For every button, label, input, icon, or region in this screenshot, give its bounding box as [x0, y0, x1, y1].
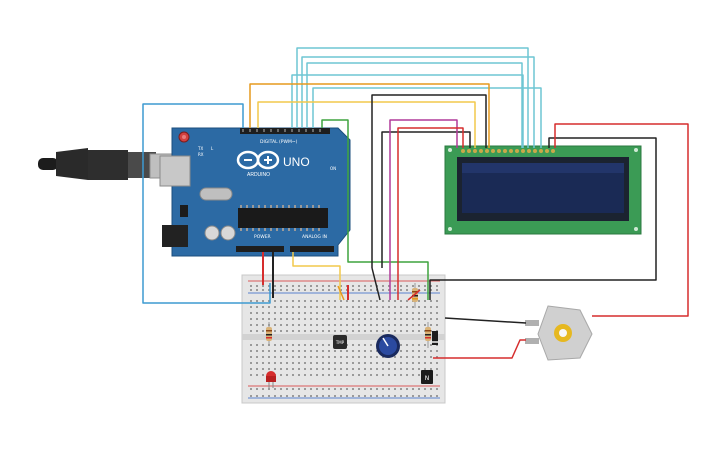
- on-label: ON: [330, 166, 336, 171]
- lcd-display[interactable]: [444, 145, 642, 235]
- analog-header: [290, 246, 334, 252]
- wire-orange-bb: [337, 285, 345, 301]
- wire-black-lcd: [381, 131, 471, 268]
- wire-black-top: [371, 94, 487, 268]
- dc-jack: [162, 225, 188, 247]
- wire-cyan-2: [301, 56, 535, 148]
- dc-motor[interactable]: [525, 305, 593, 361]
- atmega-chip: [238, 208, 328, 228]
- crystal: [199, 187, 233, 201]
- led-red: [266, 371, 276, 388]
- lcd-pins: [461, 149, 555, 153]
- wire-red-motor: [433, 339, 526, 359]
- usb-port: [159, 155, 191, 187]
- power-header: [236, 246, 284, 252]
- wire-orange: [249, 83, 490, 148]
- capacitor-2: [220, 225, 236, 241]
- transistor: N: [421, 370, 433, 384]
- resistor-1: [266, 322, 272, 346]
- brand-label: ARDUINO: [247, 172, 270, 178]
- arduino-logo: [236, 150, 280, 170]
- wire-red-bb: [407, 289, 421, 301]
- wire-blue: [142, 103, 271, 304]
- potentiometer[interactable]: [376, 334, 400, 358]
- capacitor-1: [204, 225, 220, 241]
- l-label: L: [211, 146, 214, 151]
- wire-cyan-1: [296, 47, 529, 148]
- transistor-label: N: [425, 375, 430, 382]
- rx-label: RX: [198, 152, 204, 157]
- wire-red-right: [554, 123, 689, 317]
- tx-label: TX: [197, 146, 203, 151]
- resistor-3: [425, 322, 431, 348]
- breadboard-holes: [250, 285, 438, 397]
- diode: [432, 331, 438, 345]
- wire-green: [321, 119, 429, 300]
- analog-header-label: ANALOG IN: [302, 234, 327, 240]
- power-header-label: POWER: [254, 234, 271, 240]
- wire-cyan-3: [306, 62, 523, 148]
- wire-cyan-5: [312, 87, 542, 148]
- temperature-sensor: TMP: [333, 335, 347, 349]
- arduino-uno-board[interactable]: UNO ARDUINO DIGITAL (PWM~) TX RX L ON: [159, 127, 351, 257]
- wire-black-bb: [371, 267, 381, 301]
- wires: [142, 47, 689, 359]
- regulator: [180, 205, 188, 217]
- digital-header-label: DIGITAL (PWM~): [260, 139, 298, 145]
- wire-black-motor: [444, 317, 527, 324]
- wire-yellow-top: [257, 101, 476, 148]
- wire-magenta: [389, 119, 458, 300]
- model-label: UNO: [283, 155, 310, 169]
- wire-black-right: [429, 137, 657, 300]
- wire-red-lcd: [397, 127, 464, 300]
- wire-yellow-bottom: [292, 252, 341, 300]
- sensor-label: TMP: [335, 340, 345, 345]
